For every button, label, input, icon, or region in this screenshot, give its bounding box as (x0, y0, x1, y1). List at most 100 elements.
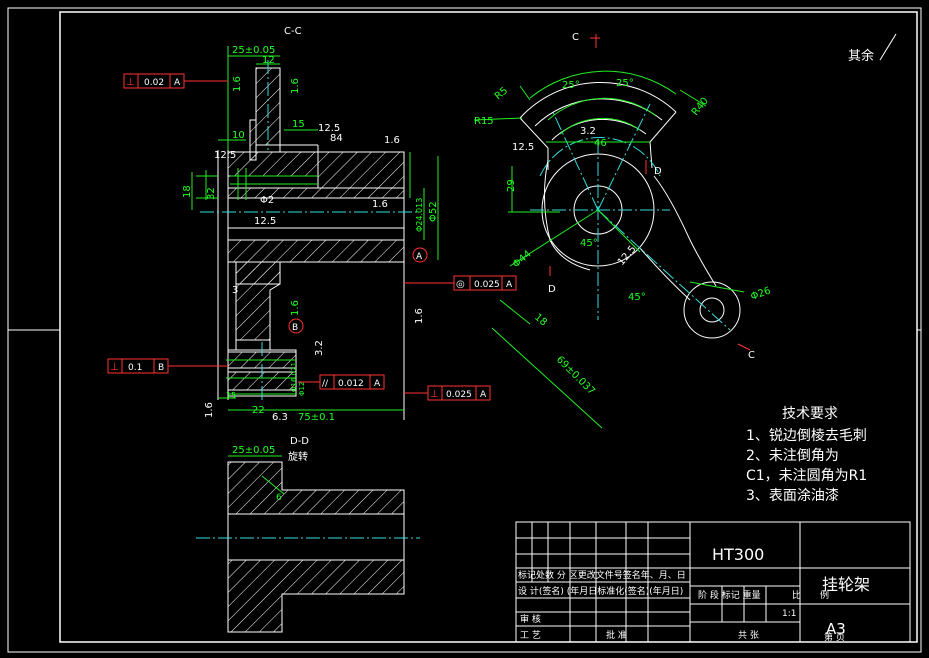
dim-text: 12 (262, 55, 275, 66)
dim-text: Φ52 (428, 201, 439, 222)
cut-label: D (654, 166, 662, 177)
drawing-size: A3 (826, 620, 846, 638)
dim-text: R15 (474, 116, 494, 127)
dim-text: 6 (276, 493, 282, 503)
tol-datum: A (374, 379, 381, 389)
tech-item: 3、表面涂油漆 (746, 488, 839, 504)
roughness-rest-note: 其余 (848, 48, 874, 64)
dim-text: Φ26 (749, 285, 772, 302)
tol-value: 0.02 (144, 78, 164, 88)
tech-title: 技术要求 (782, 406, 838, 422)
dd-section-view: 25±0.05 6 (196, 445, 420, 633)
tol-symbol: ⊥ (430, 389, 439, 400)
sheet-no-label: 第 页 (824, 631, 845, 643)
check-label: 审 核 (520, 613, 541, 625)
dim-text: 3.2 (580, 126, 596, 137)
cc-dimension-texts: 25±0.05 12 1.6 1.6 10 15 12.5 84 1.6 12.… (182, 45, 439, 423)
cut-label: C (748, 350, 755, 361)
tolerance-frame-5: ⊥ 0.025 A (404, 385, 491, 401)
sheets-label: 共 张 (738, 630, 759, 641)
dim-text: 1.6 (372, 199, 388, 210)
dim-text: 15 (226, 391, 236, 400)
dim-text: 1.6 (290, 78, 301, 94)
tolerance-frame-2: ◎ 0.025 A (404, 275, 517, 291)
dim-text: 45° (580, 238, 598, 249)
cut-label: C (572, 32, 579, 43)
tol-symbol: ⊥ (126, 77, 135, 88)
dim-text: 10 (232, 130, 245, 141)
cc-dimension-lines (191, 46, 439, 411)
cut-label: D (548, 284, 556, 295)
datum-b-label: B (292, 323, 298, 333)
dim-text: 12.5 (214, 150, 236, 161)
tolerance-frame-1: ⊥ 0.02 A (123, 73, 228, 89)
dim-text: 6.3 (272, 412, 288, 423)
sheet-frame (7, 7, 922, 653)
dim-text: 1.6 (290, 300, 301, 316)
design-row: 设 计(签名) (年月日标准化(签名)(年月日) (518, 585, 683, 597)
tol-value: 0.012 (338, 379, 364, 389)
dim-text: Φ16.021 (290, 362, 298, 392)
stage-label: 阶 段 标记 重量 (698, 589, 761, 601)
dim-text: 12.5 (512, 142, 534, 153)
dim-text: Φ24.013 (415, 198, 424, 232)
tol-value: 0.025 (474, 280, 500, 290)
rotated-label: 旋转 (288, 450, 308, 463)
dim-text: R5 (493, 85, 510, 102)
dim-text: 46 (594, 138, 607, 149)
dim-text: 18 (532, 312, 549, 329)
dim-text: 32 (206, 187, 217, 200)
dim-text: 1.6 (232, 76, 243, 92)
tol-symbol: ⊥ (110, 362, 119, 373)
dim-text: Φ2 (260, 195, 274, 206)
dim-text: 25° (562, 80, 580, 91)
tolerance-frame-4: // 0.012 A (298, 374, 385, 390)
datum-a-marker: A (412, 247, 428, 263)
tolerance-frame-3: ⊥ 0.1 B (107, 358, 228, 374)
ratio-label-a: 比 (792, 589, 801, 601)
part-name: 挂轮架 (822, 575, 870, 594)
dim-text: 12.5 (254, 216, 276, 227)
dim-text: 75±0.1 (298, 412, 335, 423)
dim-text: Φ44 (511, 249, 534, 271)
ratio-label-b: 例 (820, 589, 829, 601)
tech-item: 2、未注倒角为 (746, 448, 839, 464)
section-label-dd: D-D (290, 436, 309, 447)
dim-text: 1.6 (414, 308, 425, 324)
dim-text: 45° (628, 292, 646, 303)
datum-a-label: A (416, 252, 423, 262)
tol-symbol: // (322, 379, 329, 389)
approve-label: 批 准 (606, 629, 627, 641)
dim-text: 12.5 (318, 123, 340, 134)
right-view (473, 34, 751, 429)
material: HT300 (712, 545, 764, 564)
tol-datum: A (506, 280, 513, 290)
dim-text: 1.6 (384, 135, 400, 146)
tol-value: 0.1 (128, 363, 142, 373)
section-label-cc: C-C (284, 26, 302, 37)
dim-text: 22 (252, 405, 265, 416)
datum-b-marker: B (288, 318, 304, 334)
tol-datum: A (174, 78, 181, 88)
dim-text: 3.2 (314, 340, 325, 356)
tol-datum: A (480, 390, 487, 400)
dim-text: 25±0.05 (232, 45, 275, 56)
rev-row: 标记处数 分 区更改文件号签名年、月、日 (518, 569, 686, 581)
dim-text: 25° (616, 78, 634, 89)
tol-symbol: ◎ (456, 279, 465, 290)
dim-text: 18 (182, 185, 193, 198)
cc-section-view (200, 60, 420, 420)
tol-value: 0.025 (446, 390, 472, 400)
dim-text: 1.6 (204, 402, 215, 418)
right-view-labels: C C D D 25° 25° R5 R15 R40 3.2 46 12.5 2… (474, 32, 772, 397)
dim-text: 69±0.037 (554, 354, 597, 397)
scale: 1:1 (782, 609, 796, 619)
tech-item: 1、锐边倒棱去毛刺 (746, 428, 867, 444)
dim-text: R40 (690, 96, 711, 118)
title-block-text: HT300 挂轮架 A3 1:1 标记处数 分 区更改文件号签名年、月、日 设 … (518, 545, 870, 643)
dim-text: 3 (232, 285, 238, 296)
tol-datum: B (158, 363, 164, 373)
title-block (515, 521, 911, 643)
dim-text: 25±0.05 (232, 445, 275, 456)
